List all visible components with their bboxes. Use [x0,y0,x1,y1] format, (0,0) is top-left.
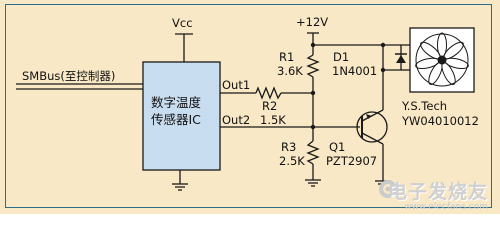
q1-name: Q1 [329,140,346,154]
r1-value: 3.6K [277,64,303,78]
fan-brand: Y.S.Tech [402,99,448,113]
watermark-url: www.elecfans.com [404,202,488,212]
watermark-brand: 电子发烧友 [387,181,488,203]
out2-label: Out2 [222,113,251,127]
out1-label: Out1 [222,78,251,92]
r3-resistor [306,140,320,165]
ic-label-line2: 传感器IC [151,111,201,127]
r3-name: R3 [281,140,297,154]
r3-ground-icon [305,179,321,187]
ic-ground-icon [172,183,188,191]
watermark: 电子发烧友 www.elecfans.com [388,177,488,212]
q1-collector [361,132,384,145]
ic-label-line1: 数字温度 [151,95,202,110]
fan-model: YW04010012 [402,114,479,128]
junction-dots [310,42,386,130]
sensor-ic-box [142,61,221,171]
r2-resistor [255,86,282,100]
circuit-wiring [16,27,475,198]
schematic-canvas: { "labels": { "vcc": "Vcc", "v12": "+12V… [0,0,500,214]
q1-part: PZT2907 [326,154,378,168]
watermark-logo-icon [379,180,397,198]
r2-name: R2 [262,99,278,113]
r2-value: 1.5K [260,113,286,127]
r1-name: R1 [279,50,295,64]
d1-part: 1N4001 [332,64,378,78]
vcc-label: Vcc [172,16,193,30]
plus12v-label: +12V [296,15,329,29]
fan-icon [415,32,469,87]
d1-diode-icon [395,53,407,63]
smbus-label: SMBus(至控制器) [22,69,116,83]
r1-resistor [306,54,320,78]
r3-value: 2.5K [279,154,305,168]
q1-circle [356,111,388,143]
ic-label: 数字温度 传感器IC [151,95,201,129]
q1-emitter-arrow-icon [366,114,372,119]
diagram-frame [5,4,492,208]
q1-emitter [361,109,384,122]
d1-name: D1 [333,50,350,64]
